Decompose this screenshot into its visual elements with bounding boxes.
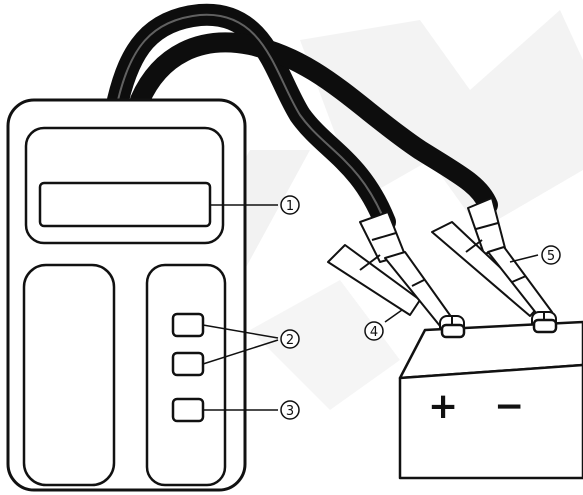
svg-text:5: 5 bbox=[547, 249, 555, 264]
callout-leaders bbox=[202, 204, 539, 411]
svg-text:4: 4 bbox=[370, 325, 378, 340]
callout-2: 2 bbox=[280, 329, 300, 349]
svg-text:2: 2 bbox=[286, 333, 294, 348]
svg-text:3: 3 bbox=[286, 404, 294, 419]
button-test bbox=[171, 397, 205, 423]
button-lower bbox=[171, 351, 205, 377]
positive-sign: + bbox=[428, 386, 458, 427]
left-panel bbox=[22, 263, 116, 487]
callout-5: 5 bbox=[541, 245, 561, 265]
battery-front bbox=[398, 363, 583, 480]
callout-1: 1 bbox=[280, 195, 300, 215]
cable-negative bbox=[130, 32, 498, 215]
negative-sign: − bbox=[494, 386, 524, 427]
button-upper bbox=[171, 312, 205, 338]
callout-4: 4 bbox=[364, 321, 384, 341]
negative-clamp bbox=[431, 197, 557, 335]
battery bbox=[398, 318, 583, 480]
svg-text:1: 1 bbox=[286, 199, 294, 214]
positive-terminal bbox=[440, 323, 466, 339]
callout-3: 3 bbox=[280, 400, 300, 420]
test-cables bbox=[107, 3, 498, 233]
lcd-screen bbox=[38, 181, 212, 228]
tester-body bbox=[6, 98, 247, 492]
negative-terminal bbox=[532, 318, 558, 334]
